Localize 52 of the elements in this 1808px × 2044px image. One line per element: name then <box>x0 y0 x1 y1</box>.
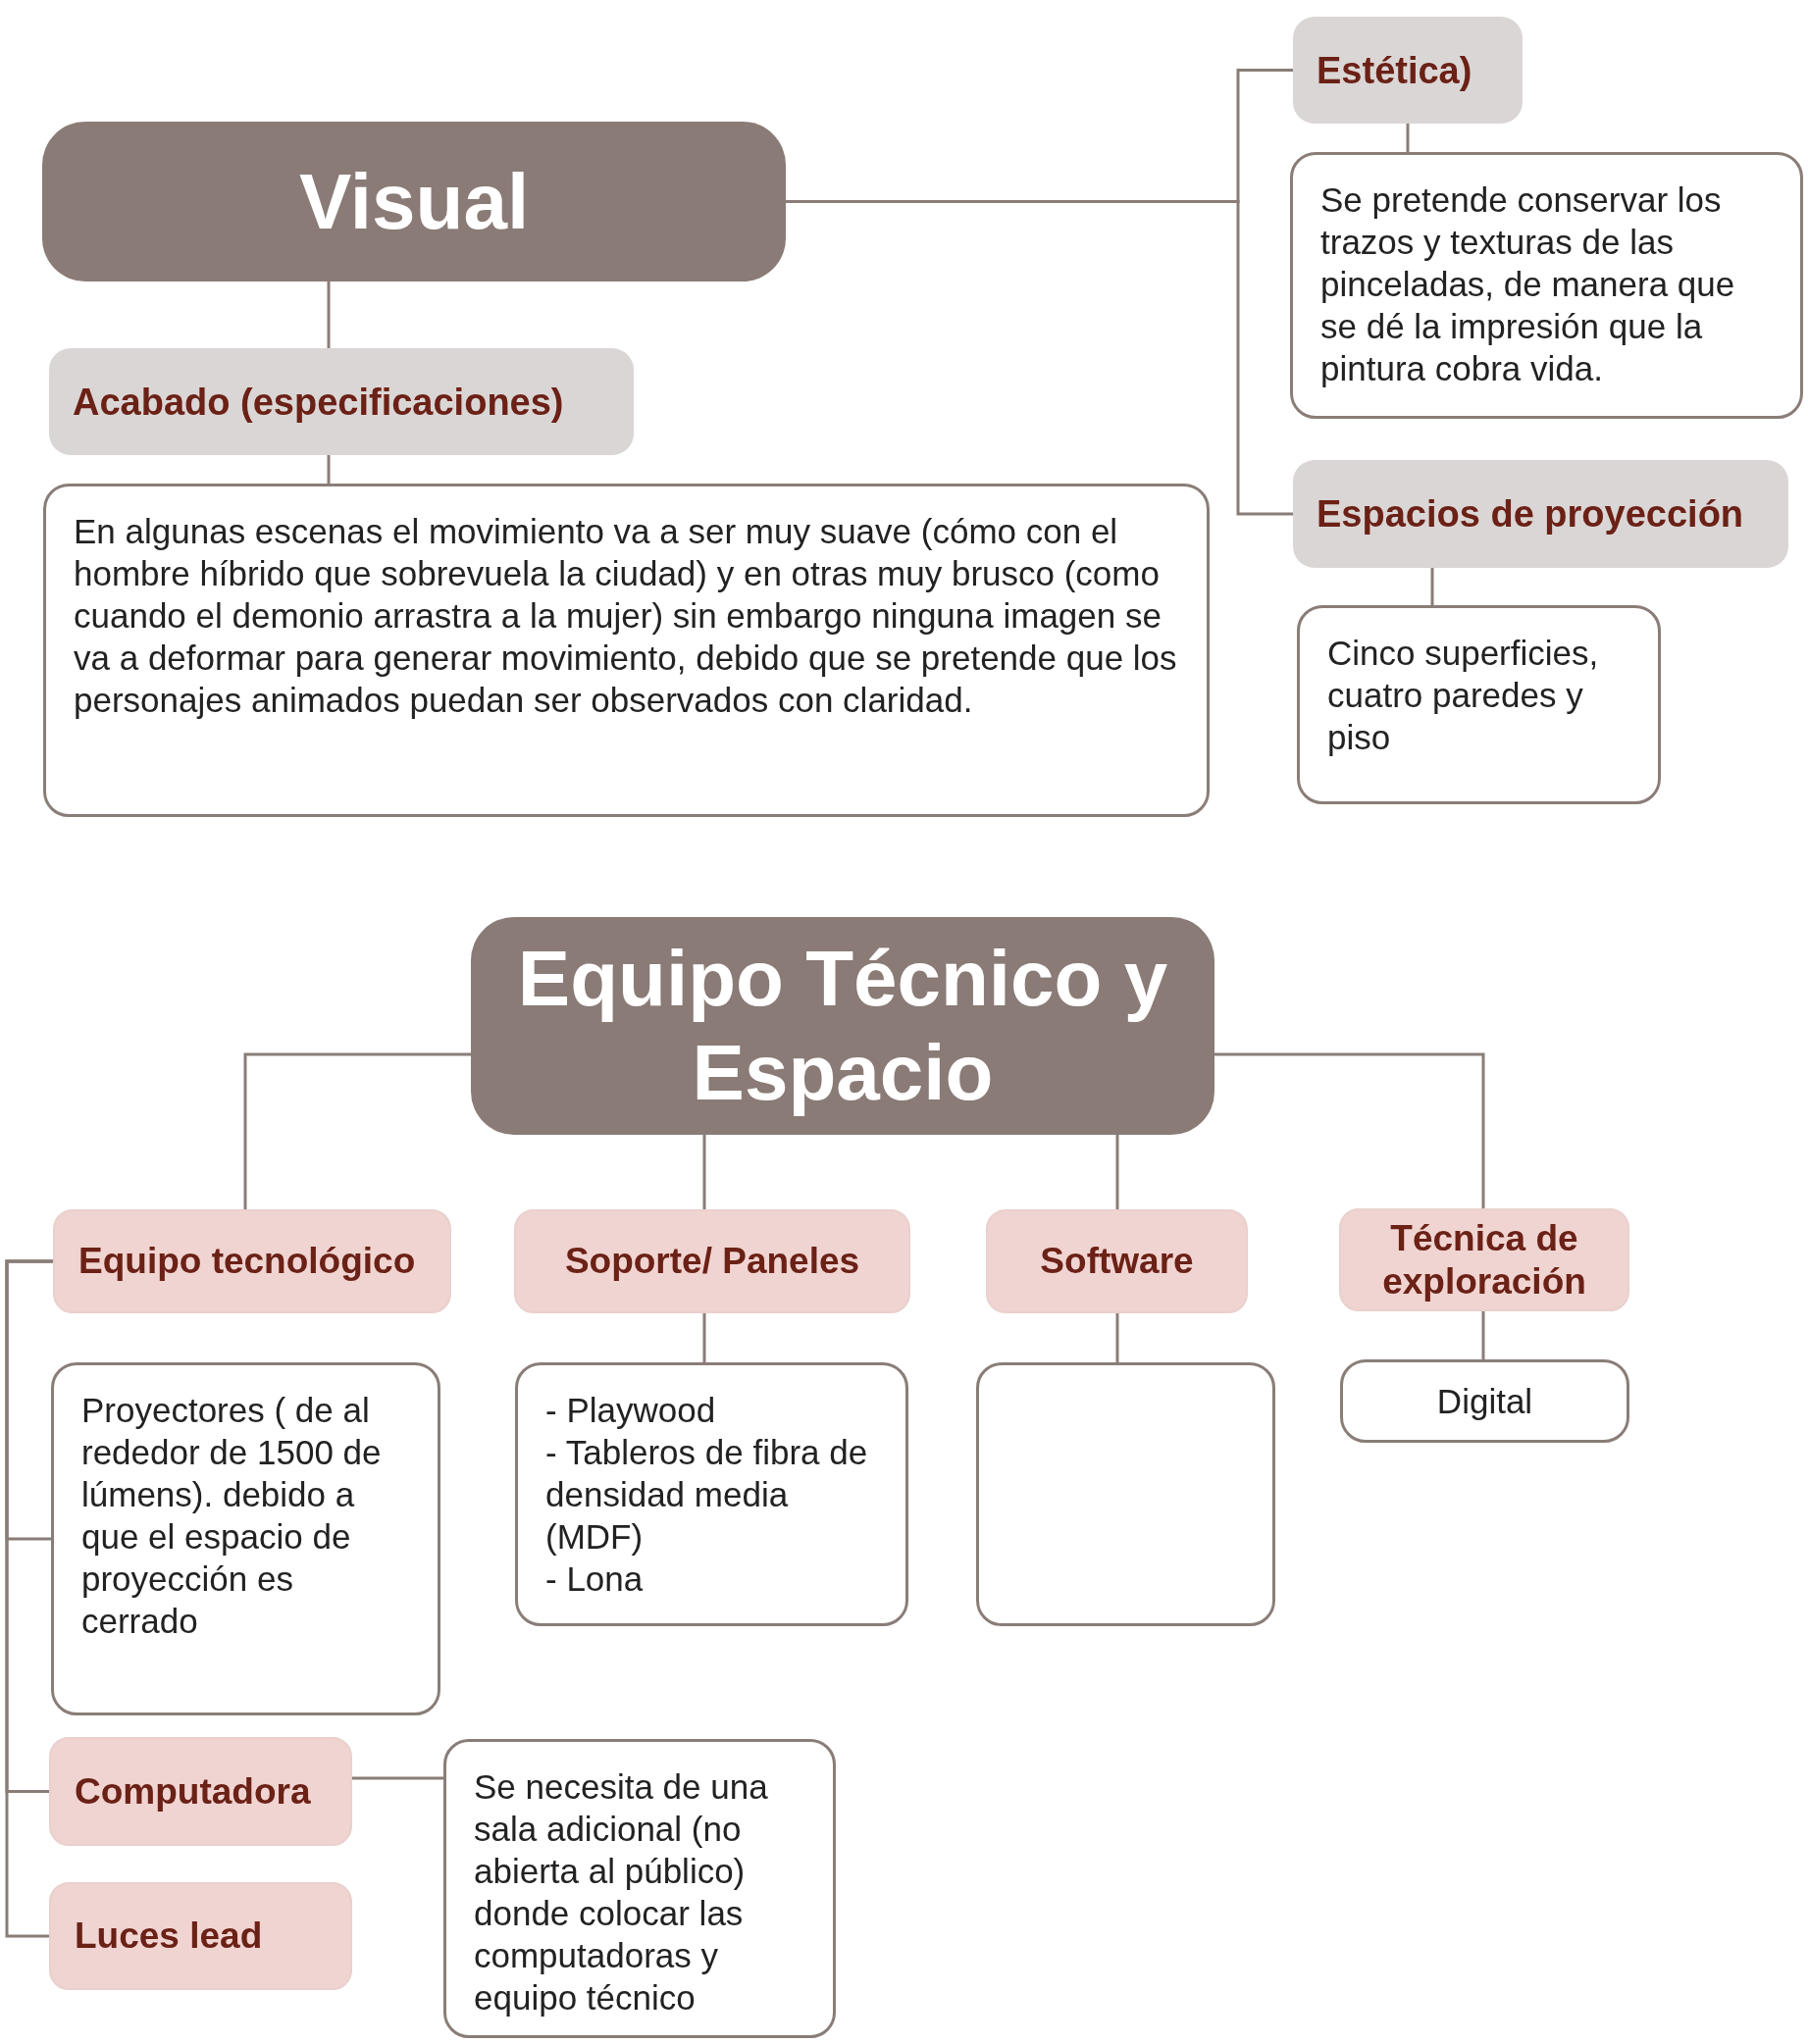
category-box <box>986 1209 1248 1313</box>
connector-line <box>243 1052 471 1209</box>
category-box <box>53 1209 451 1313</box>
connector-line <box>1115 1313 1119 1362</box>
category-box <box>49 1737 352 1846</box>
node-text: Estética) <box>1317 48 1472 92</box>
text-box <box>1297 605 1661 804</box>
text-box <box>1340 1359 1629 1443</box>
node-text: Computadora <box>75 1769 311 1814</box>
subtopic-box <box>1293 17 1523 124</box>
node-text: Se necesita de una sala adicional (no abierta al público) donde colocar las computadoras y equipo técnico <box>474 1766 769 2018</box>
node-text: Digital <box>1436 1381 1533 1422</box>
node-text: Luces lead <box>75 1915 263 1958</box>
node-text: Se pretende conservar los trazos y texturas de las pinceladas, de manera que se dé la impresión que la pintura cobra vida. <box>1320 179 1736 389</box>
node-text: Espacios de proyección <box>1317 492 1744 536</box>
text-box <box>515 1362 908 1626</box>
connector-line <box>1214 1052 1485 1208</box>
connector-line <box>702 1313 706 1362</box>
connector-line <box>327 281 331 348</box>
connector-line <box>352 1776 443 1780</box>
subtopic-box <box>1293 460 1788 568</box>
connector-line <box>1430 568 1434 605</box>
node-text: Técnica de exploración <box>1381 1216 1587 1303</box>
connector-line <box>327 455 331 484</box>
node-text: Equipo tecnológico <box>78 1240 416 1283</box>
connector-line <box>5 1259 53 1938</box>
topic-box <box>471 917 1214 1135</box>
topic-box <box>42 122 786 281</box>
node-text: - Tableros de fibra de densidad media (MDF) <box>545 1432 869 1558</box>
category-box <box>49 1882 352 1990</box>
node-text: Acabado (especificaciones) <box>73 380 564 424</box>
connector-line <box>702 1135 706 1209</box>
node-text: Software <box>1040 1240 1194 1283</box>
text-box <box>976 1362 1275 1626</box>
category-box <box>514 1209 910 1313</box>
category-box <box>1339 1208 1629 1311</box>
node-text: Equipo Técnico y Espacio <box>516 934 1169 1118</box>
text-box <box>51 1362 440 1715</box>
node-text: Soporte/ Paneles <box>564 1240 860 1283</box>
text-box <box>1290 152 1803 419</box>
node-text: En algunas escenas el movimiento va a ser muy suave (cómo con el hombre híbrido que sobrevuela la ciudad) y en otras muy brusco (como cuando el demonio arrastra a la mujer) sin embargo ninguna imagen se va a deformar para generar movimiento, debido que se pretende que los personajes animados puedan ser observados con claridad. <box>74 511 1178 721</box>
node-text: - Lona <box>545 1559 644 1600</box>
node-text: Visual <box>298 156 530 247</box>
node-text: Cinco superficies, cuatro paredes y piso <box>1327 633 1600 758</box>
connector-line <box>1406 124 1410 152</box>
text-box <box>43 484 1210 817</box>
connector-line <box>1481 1311 1485 1359</box>
text-box <box>443 1739 836 2038</box>
node-text: Proyectores ( de al rededor de 1500 de lúmens). debido a que el espacio de proyección es cerrado <box>81 1390 383 1642</box>
subtopic-box <box>49 348 634 455</box>
node-text: - Playwood <box>545 1390 716 1431</box>
connector-line <box>1115 1135 1119 1209</box>
